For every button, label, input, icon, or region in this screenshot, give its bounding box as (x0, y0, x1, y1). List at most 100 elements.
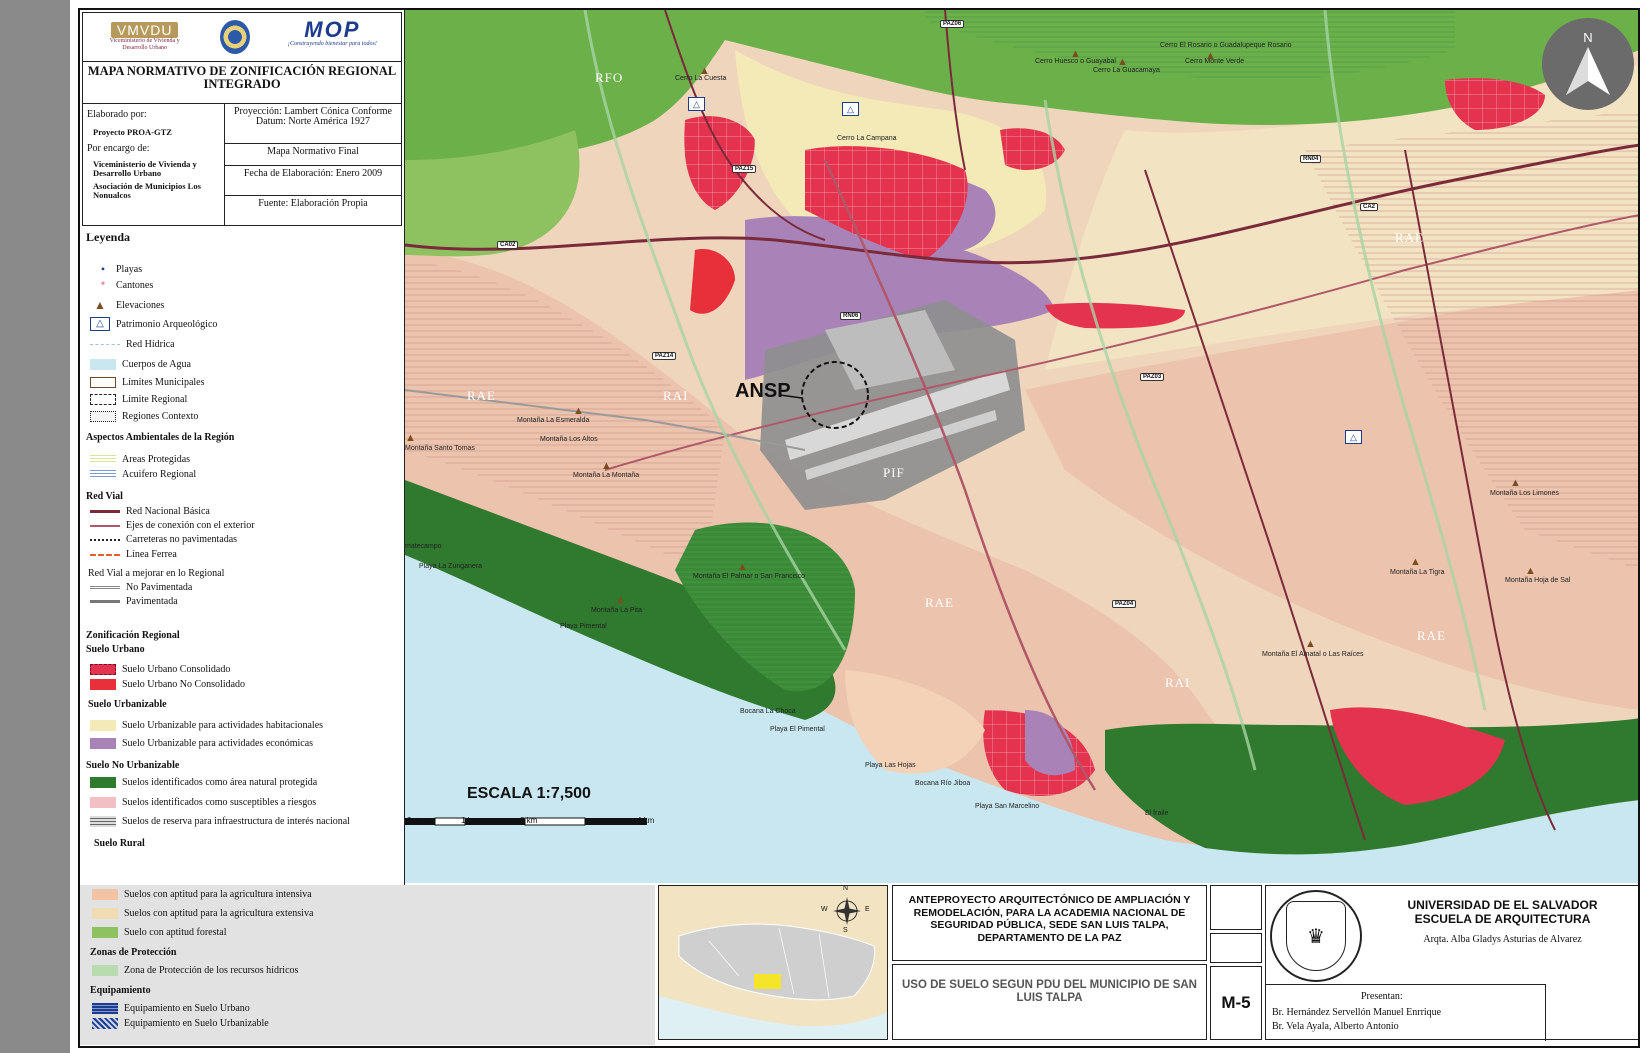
zoning-map[interactable]: RFO RAE RAE RAI RAE RAE RAI PIF ANSP Cer… (405, 10, 1640, 883)
paved-improve-swatch (90, 600, 120, 603)
legend-label: Límites Municipales (122, 377, 205, 388)
sheet-frame (78, 8, 1640, 1048)
place-label: Cerro La Cuesta (675, 75, 727, 82)
sheet-number-box: M-5 (1210, 966, 1262, 1040)
airport-taxiway (805, 410, 997, 480)
natural-area-swatch (90, 777, 116, 788)
zone-label-rfo: RFO (595, 70, 624, 85)
vmvdu-logo-word: VMVDU (110, 22, 179, 38)
urban-unconsolidated-west (690, 249, 735, 314)
legend-item-cantones: •Cantones (96, 277, 154, 293)
scale-bar (405, 817, 647, 826)
map-title: MAPA NORMATIVO DE ZONIFICACIÓN REGIONAL … (82, 62, 402, 104)
legend-item-limite-regional: Límite Regional (90, 394, 187, 405)
road-west-improve (405, 389, 806, 451)
el-salvador-outline (678, 923, 876, 1001)
road-tag: CA02 (497, 241, 519, 249)
protected-hatch-mangrove (675, 522, 855, 692)
legend-label: Línea Ferrea (126, 549, 177, 560)
legend-label: No Pavimentada (126, 582, 193, 593)
urban-consolidated-north (805, 146, 968, 260)
place-label: Playa El Pimental (770, 726, 825, 733)
legend-item-patrimonio: △ Patrimonio Arqueológico (90, 317, 217, 331)
legend-label: Red Hídrica (126, 339, 175, 350)
legend-item-areas-protegidas: Areas Protegidas (90, 454, 190, 465)
legend-label: Límite Regional (122, 394, 188, 405)
place-label: Playa Las Hojas (865, 762, 916, 769)
left-gray-strip (0, 0, 70, 1053)
legend-item-regiones-contexto: Regiones Contexto (90, 411, 198, 422)
zone-label-rai-2: RAI (1165, 675, 1191, 690)
place-label: Montaña Los Limones (1490, 490, 1559, 497)
legend-item-red-hidrica: Red Hídrica (90, 339, 175, 350)
connection-axis-swatch (90, 524, 120, 527)
legend-heading-equipamiento: Equipamiento (90, 985, 151, 996)
zone-label-rae-3: RAE (925, 595, 954, 610)
urban-consolidated-east (1445, 78, 1545, 130)
legend-heading-proteccion: Zonas de Protección (90, 947, 177, 958)
equip-urban-swatch (92, 1003, 118, 1014)
elevation-triangle-icon: ▲ (737, 561, 748, 573)
archaeological-heritage-icon: △ (90, 317, 110, 331)
legend-item-urbano-consolidado: Suelo Urbano Consolidado (90, 664, 230, 675)
project-title-box: ANTEPROYECTO ARQUITECTÓNICO DE AMPLIACIÓ… (892, 885, 1207, 961)
elevation-triangle-icon: ▲ (1205, 50, 1216, 62)
road-east (1144, 169, 1366, 841)
urban-consolidated-swatch (90, 664, 116, 675)
archaeological-heritage-icon[interactable]: △ (688, 97, 705, 111)
legend-heading-suelo-urbano: Suelo Urbano (86, 644, 145, 655)
road-tag: PAZ04 (1112, 600, 1137, 608)
legend-item-agri-intensiva: Suelos con aptitud para la agricultura i… (92, 889, 312, 900)
urban-consolidated-west (684, 116, 755, 210)
protected-coast-east (1105, 718, 1640, 855)
place-label: Montaña El Amatal o Las Raíces (1262, 651, 1364, 658)
legend-item-red-nacional: Red Nacional Básica (90, 506, 210, 517)
legend-label: Equipamiento en Suelo Urbano (124, 1003, 250, 1014)
protected-coast-west (405, 480, 836, 720)
urban-unconsolidated-swatch (90, 679, 116, 690)
zone-label-rae-2: RAE (467, 388, 496, 403)
road-tag: PAZ14 (652, 352, 677, 360)
source-text: Fuente: Elaboración Propia (258, 198, 368, 209)
elevation-triangle-icon: ▲ (94, 298, 106, 312)
legend-item-cuerpos-agua: Cuerpos de Agua (90, 359, 191, 370)
legend-item-area-natural: Suelos identificados como área natural p… (90, 777, 317, 788)
vmvdu-logo-subtitle: Viceministerio de Vivienda y Desarrollo … (109, 38, 180, 51)
urbanizable-economic-swatch (90, 738, 116, 749)
road-northwest (664, 10, 826, 241)
elevation-triangle-icon: ▲ (405, 432, 416, 444)
urban-pink-strip (1045, 302, 1185, 329)
projection-text: Proyección: Lambert Cónica Conforme Datu… (225, 104, 401, 144)
legend-item-pavimentada: Pavimentada (90, 596, 178, 607)
elevation-triangle-icon: ▲ (615, 594, 626, 606)
protected-area-swatch (90, 455, 116, 464)
elevation-triangle-icon: ▲ (1070, 48, 1081, 60)
place-label: Cerro El Rosario o Guadalupeque Rosario (1160, 42, 1292, 49)
place-label: El fraile (1145, 810, 1169, 817)
legend-label: Suelo Urbano No Consolidado (122, 679, 246, 690)
zone-label-rae-4: RAE (1417, 628, 1446, 643)
agri-extensive-swatch (92, 908, 118, 919)
archaeological-heritage-icon[interactable]: △ (1345, 430, 1362, 444)
legend-continued: Suelos con aptitud para la agricultura i… (80, 885, 655, 1045)
water-network-swatch (90, 344, 120, 345)
mop-logo-subtitle: ¡Construyendo bienestar para todos! (287, 41, 377, 47)
legend-label: Ejes de conexión con el exterior (126, 520, 255, 531)
road-tag: RN06 (840, 312, 862, 320)
water-network-1 (583, 10, 847, 651)
sheet-title-box: USO DE SUELO SEGUN PDU DEL MUNICIPIO DE … (892, 964, 1207, 1040)
legend-heading-no-urbanizable: Suelo No Urbanizable (86, 760, 180, 771)
archaeological-heritage-icon[interactable]: △ (842, 102, 859, 116)
legend-label: Suelo con aptitud forestal (124, 927, 227, 938)
university-box: ♛ UNIVERSIDAD DE EL SALVADOR ESCUELA DE … (1265, 885, 1640, 1041)
place-label: Montaña La Pita (591, 607, 642, 614)
road-connection (823, 159, 1097, 791)
legend-label: Patrimonio Arqueológico (116, 318, 218, 330)
legend-panel: VMVDU Viceministerio de Vivienda y Desar… (80, 10, 405, 885)
sheet-title: USO DE SUELO SEGUN PDU DEL MUNICIPIO DE … (902, 979, 1197, 1004)
place-label: Montaña El Palmar o San Francisco (693, 573, 806, 580)
elevation-triangle-icon: ▲ (601, 460, 612, 472)
airport-reserve-zone (760, 300, 1025, 510)
map-type-text: Mapa Normativo Final (225, 144, 401, 166)
water-body-swatch (90, 359, 116, 370)
